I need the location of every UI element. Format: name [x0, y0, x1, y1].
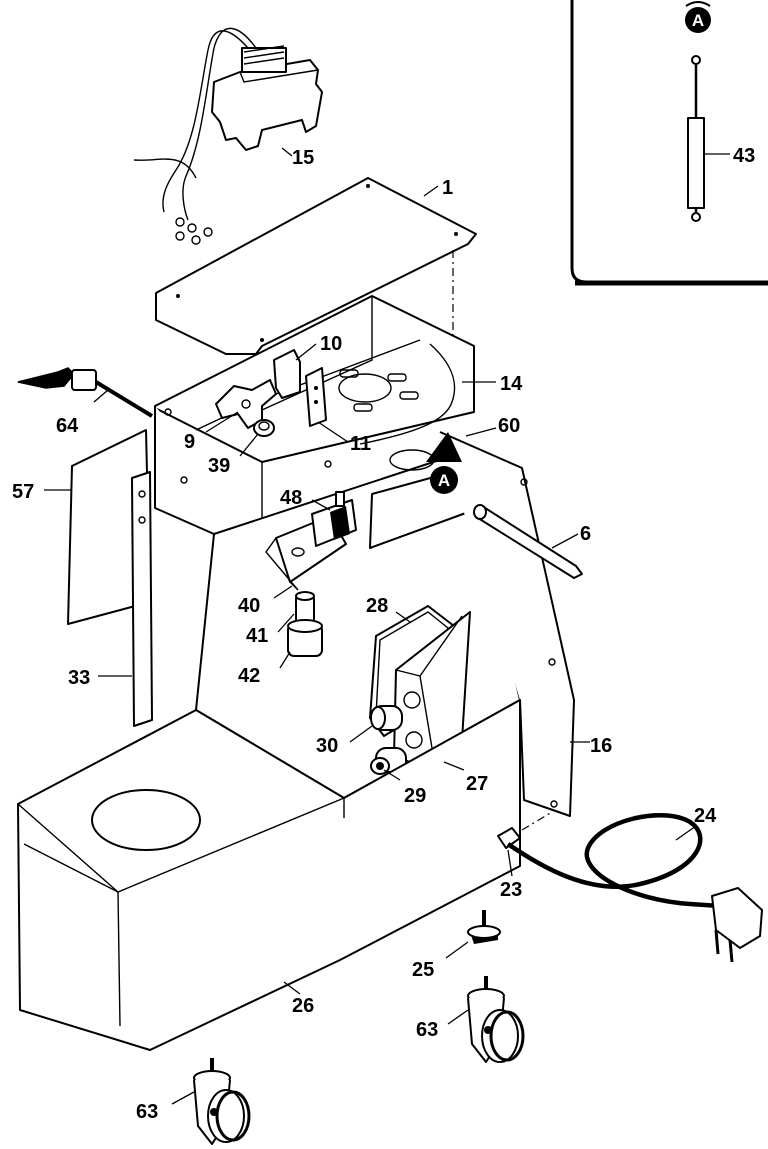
callout-p28: 28 [366, 595, 388, 617]
callout-p15: 15 [292, 147, 314, 169]
callout-p1: 1 [442, 177, 453, 199]
callout-p63b: 63 [136, 1101, 158, 1123]
callout-p27: 27 [466, 773, 488, 795]
callout-p26: 26 [292, 995, 314, 1017]
callout-p9: 9 [184, 431, 195, 453]
callout-labels: 43 15 1 10 14 64 9 11 60 39 57 48 6 40 28 41 42 33 30 16 29 2… [12, 145, 755, 1123]
callout-p41: 41 [246, 625, 268, 647]
caster-63-right [467, 976, 525, 1063]
switch-block-48 [311, 491, 357, 547]
power-cable-24 [506, 813, 763, 963]
callout-p48: 48 [280, 487, 302, 509]
detail-a-marker-inset: A [685, 1, 711, 33]
callout-p24: 24 [694, 805, 717, 827]
callout-p57: 57 [12, 481, 34, 503]
callout-p63a: 63 [416, 1019, 438, 1041]
callout-p30: 30 [316, 735, 338, 757]
rear-panel-16 [439, 431, 575, 817]
callout-p14: 14 [500, 373, 523, 395]
callout-p11: 11 [350, 433, 371, 455]
connector-alignment-line [521, 811, 553, 831]
caster-63-left [193, 1058, 251, 1145]
button-30 [370, 705, 403, 731]
detail-a-marker-inset-text: A [692, 11, 704, 30]
knob-39 [253, 419, 275, 437]
detail-a-inset: A [570, 0, 768, 286]
leader-lines [44, 147, 730, 1105]
levelling-foot-25 [467, 910, 501, 944]
connector-23 [497, 827, 521, 849]
callout-p42: 42 [238, 665, 260, 687]
callout-p6: 6 [580, 523, 591, 545]
callout-p25: 25 [412, 959, 434, 981]
callout-p29: 29 [404, 785, 426, 807]
callout-p60: 60 [498, 415, 520, 437]
callout-p64: 64 [56, 415, 79, 437]
shaft-6 [473, 504, 583, 579]
cable-gland-64 [17, 367, 154, 418]
callout-p10: 10 [320, 333, 342, 355]
post-33 [131, 471, 153, 727]
transformer-15 [133, 27, 323, 245]
callout-p39: 39 [208, 455, 230, 477]
bracket-11 [305, 367, 327, 427]
detail-a-marker-main-text: A [438, 471, 450, 490]
callout-p16: 16 [590, 735, 612, 757]
callout-p40: 40 [238, 595, 260, 617]
switch-10 [273, 349, 301, 399]
detail-a-marker-main: A [426, 432, 462, 494]
cover-plate-1 [155, 177, 477, 355]
callout-p43: 43 [733, 145, 755, 167]
base-26 [17, 699, 521, 1051]
foot-42 [287, 619, 323, 657]
gas-strut-43 [687, 55, 705, 222]
callout-p33: 33 [68, 667, 90, 689]
callout-p23: 23 [500, 879, 522, 901]
spacer-41 [295, 591, 315, 623]
